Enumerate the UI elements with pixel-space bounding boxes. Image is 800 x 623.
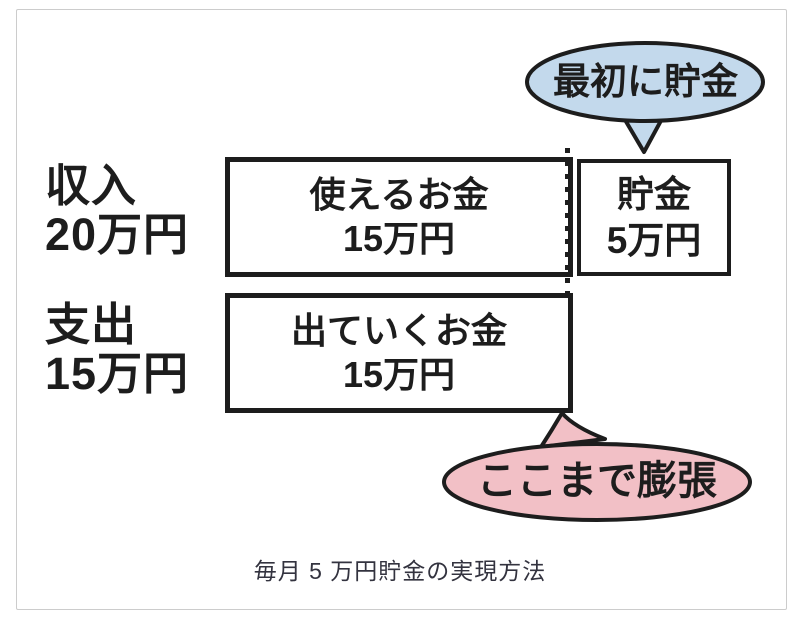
speech-bubble-bottom: [442, 411, 752, 522]
speech-bubble-top-label: 最初に貯金: [553, 61, 738, 102]
speech-bubble-top-body: [525, 41, 765, 123]
savings-box-amount: 5万円: [606, 219, 702, 261]
expense-label: 支出 15万円: [45, 300, 189, 398]
usable-money-box: 使えるお金 15万円: [225, 157, 573, 277]
dotted-divider-line: [565, 148, 570, 406]
speech-bubble-bottom-body: [442, 442, 752, 522]
speech-bubble-bottom-tail: [539, 411, 607, 449]
income-label: 収入 20万円: [45, 161, 189, 259]
savings-box-title: 貯金: [617, 173, 691, 215]
diagram-caption: 毎月 5 万円貯金の実現方法: [253, 558, 547, 584]
savings-box: 貯金 5万円: [577, 159, 731, 276]
outgoing-money-box: 出ていくお金 15万円: [225, 293, 573, 413]
expense-label-amount: 15万円: [45, 348, 190, 399]
speech-bubble-top: [525, 41, 765, 154]
income-label-name: 収入: [45, 160, 138, 211]
speech-bubble-bottom-label: ここまで膨張: [477, 459, 717, 503]
usable-money-box-title: 使えるお金: [309, 174, 489, 215]
expense-label-name: 支出: [45, 299, 138, 350]
outgoing-money-box-amount: 15万円: [342, 354, 456, 395]
outgoing-money-box-title: 出ていくお金: [290, 310, 507, 351]
income-label-amount: 20万円: [45, 209, 190, 260]
usable-money-box-amount: 15万円: [342, 218, 456, 259]
